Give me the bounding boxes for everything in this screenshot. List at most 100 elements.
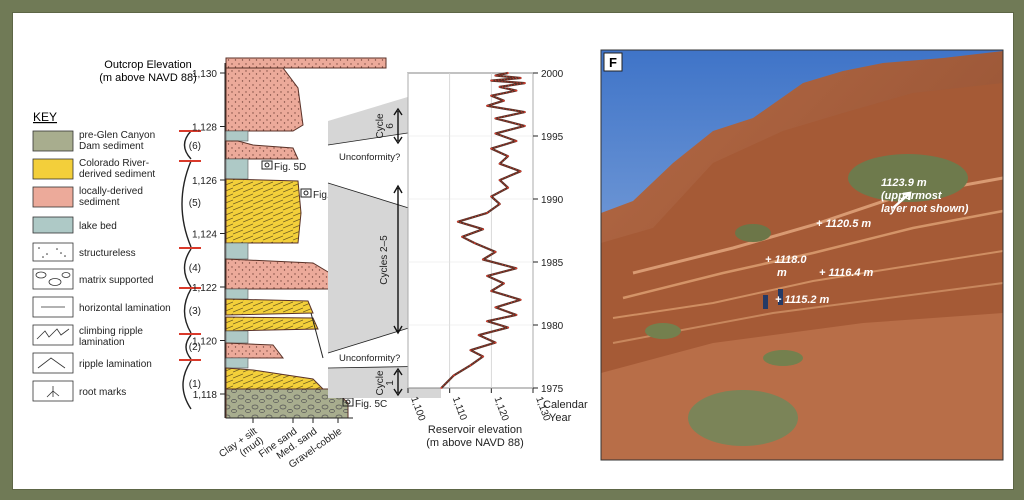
reservoir-point (490, 290, 493, 292)
figure-canvas: Outcrop Elevation (m above NAVD 88) KEY … (32, 49, 1004, 471)
reservoir-point (494, 306, 497, 309)
y-tick-label: 1975 (541, 384, 564, 395)
key-label-line2: lamination (79, 337, 125, 348)
reservoir-point (507, 72, 509, 74)
strat-column (225, 57, 387, 419)
reservoir-point (523, 125, 526, 127)
cycle-number: (2) (189, 342, 201, 353)
key-label: ripple lamination (79, 359, 152, 370)
photo-panel-letter: F (609, 55, 617, 70)
photo-elevation-label-line2: m (777, 267, 787, 279)
cycle-number: (5) (189, 198, 201, 209)
reservoir-point (486, 211, 489, 214)
key-label: horizontal lamination (79, 303, 171, 314)
y-tick-label: 1990 (541, 195, 564, 206)
photo-elevation-label: + 1120.5 m (816, 218, 871, 230)
key-label-line2: Dam sediment (79, 141, 144, 152)
cycle-number: (4) (189, 263, 201, 274)
reservoir-point (515, 89, 518, 92)
reservoir-point (494, 117, 497, 120)
reservoir-point (519, 77, 522, 79)
y-tick-label: 1995 (541, 132, 564, 143)
key-label: matrix supported (79, 275, 153, 286)
key-label: climbing ripple (79, 326, 143, 337)
unconformity-label: Unconformity? (339, 152, 400, 163)
y-tick-label: 1985 (541, 258, 564, 269)
elevation-tick-label: 1,118 (193, 390, 218, 401)
chart-frame (407, 72, 534, 389)
reservoir-point (486, 320, 489, 323)
reservoir-point (494, 341, 497, 344)
reservoir-point (507, 186, 509, 189)
reservoir-point (440, 387, 443, 389)
reservoir-point (490, 195, 493, 198)
cycle-band-label-line2: 1 (385, 380, 396, 386)
outcrop-title-2: (m above NAVD 88) (99, 72, 197, 84)
photo-elevation-label: 1123.9 m (881, 177, 927, 189)
cycle-number: (3) (189, 306, 201, 317)
reservoir-point (494, 132, 497, 135)
elevation-tick-label: 1,122 (192, 283, 217, 294)
elevation-tick-label: 1,126 (192, 176, 217, 187)
key-label: structureless (79, 248, 136, 259)
reservoir-point (523, 111, 526, 113)
reservoir-point (502, 282, 505, 285)
key-label: root marks (79, 387, 126, 398)
reservoir-point (502, 99, 505, 102)
year-axis-title-line2: Year (549, 412, 572, 424)
y-tick-label: 1980 (541, 321, 564, 332)
photo-elevation-label: + 1115.2 m (775, 294, 830, 306)
photo-elevation-label: + 1116.4 m (819, 267, 874, 279)
photo-elevation-label-line3: layer not shown) (881, 203, 969, 215)
cycle-numbers: (6) (5) (4) (3) (2) (1) (189, 141, 201, 390)
fig-reference-label: Fig. 5C (355, 399, 387, 410)
reservoir-point (486, 274, 489, 277)
reservoir-point (519, 298, 522, 301)
reservoir-point (486, 104, 489, 107)
elevation-tick-label: 1,120 (192, 337, 217, 348)
unconformity-label: Unconformity? (339, 353, 400, 364)
photo-elevation-label: + 1118.0 (765, 254, 807, 266)
figure-panel: Outcrop Elevation (m above NAVD 88) KEY … (12, 12, 1014, 490)
reservoir-point (519, 170, 522, 173)
reservoir-point (482, 228, 484, 231)
cycle-band-label-line2: 6 (385, 123, 396, 129)
elevation-tick-label: 1,130 (192, 69, 217, 80)
reservoir-point (515, 140, 518, 142)
reservoir-point (477, 334, 480, 336)
cycle-band-label: Cycle (375, 370, 386, 395)
key-label: lake bed (79, 221, 117, 232)
photo-panel (600, 49, 1004, 461)
x-tick-label: 1,100 (408, 395, 427, 423)
reservoir-point (457, 220, 459, 223)
key-label-line2: derived sediment (79, 169, 155, 180)
key-swatch-lakebed (32, 216, 74, 234)
elevation-tick-label: 1,124 (192, 230, 217, 241)
cycle-number: (6) (189, 141, 201, 152)
reservoir-point (507, 326, 509, 329)
fig-reference-label: Fig. 5D (274, 162, 306, 173)
reservoir-point (498, 203, 501, 205)
reservoir-point (482, 258, 484, 261)
key-swatch-ripple (32, 352, 74, 374)
reservoir-point (461, 235, 464, 238)
reservoir-point (494, 251, 497, 253)
reservoir-point (469, 349, 472, 352)
reservoir-point (490, 147, 493, 150)
cycle-number: (1) (189, 379, 201, 390)
reservoir-point (494, 74, 497, 77)
reservoir-point (473, 242, 476, 245)
grain-size-ticks (226, 417, 353, 423)
key-swatch-river (32, 158, 74, 180)
key-label: Colorado River- (79, 158, 149, 169)
key-swatch-pre-dam (32, 130, 74, 152)
reservoir-point (507, 155, 509, 158)
y-tick-label: 2000 (541, 69, 564, 80)
year-axis-title: Calendar (543, 399, 588, 411)
key-swatch-structureless (32, 242, 74, 262)
reservoir-point (523, 82, 526, 84)
